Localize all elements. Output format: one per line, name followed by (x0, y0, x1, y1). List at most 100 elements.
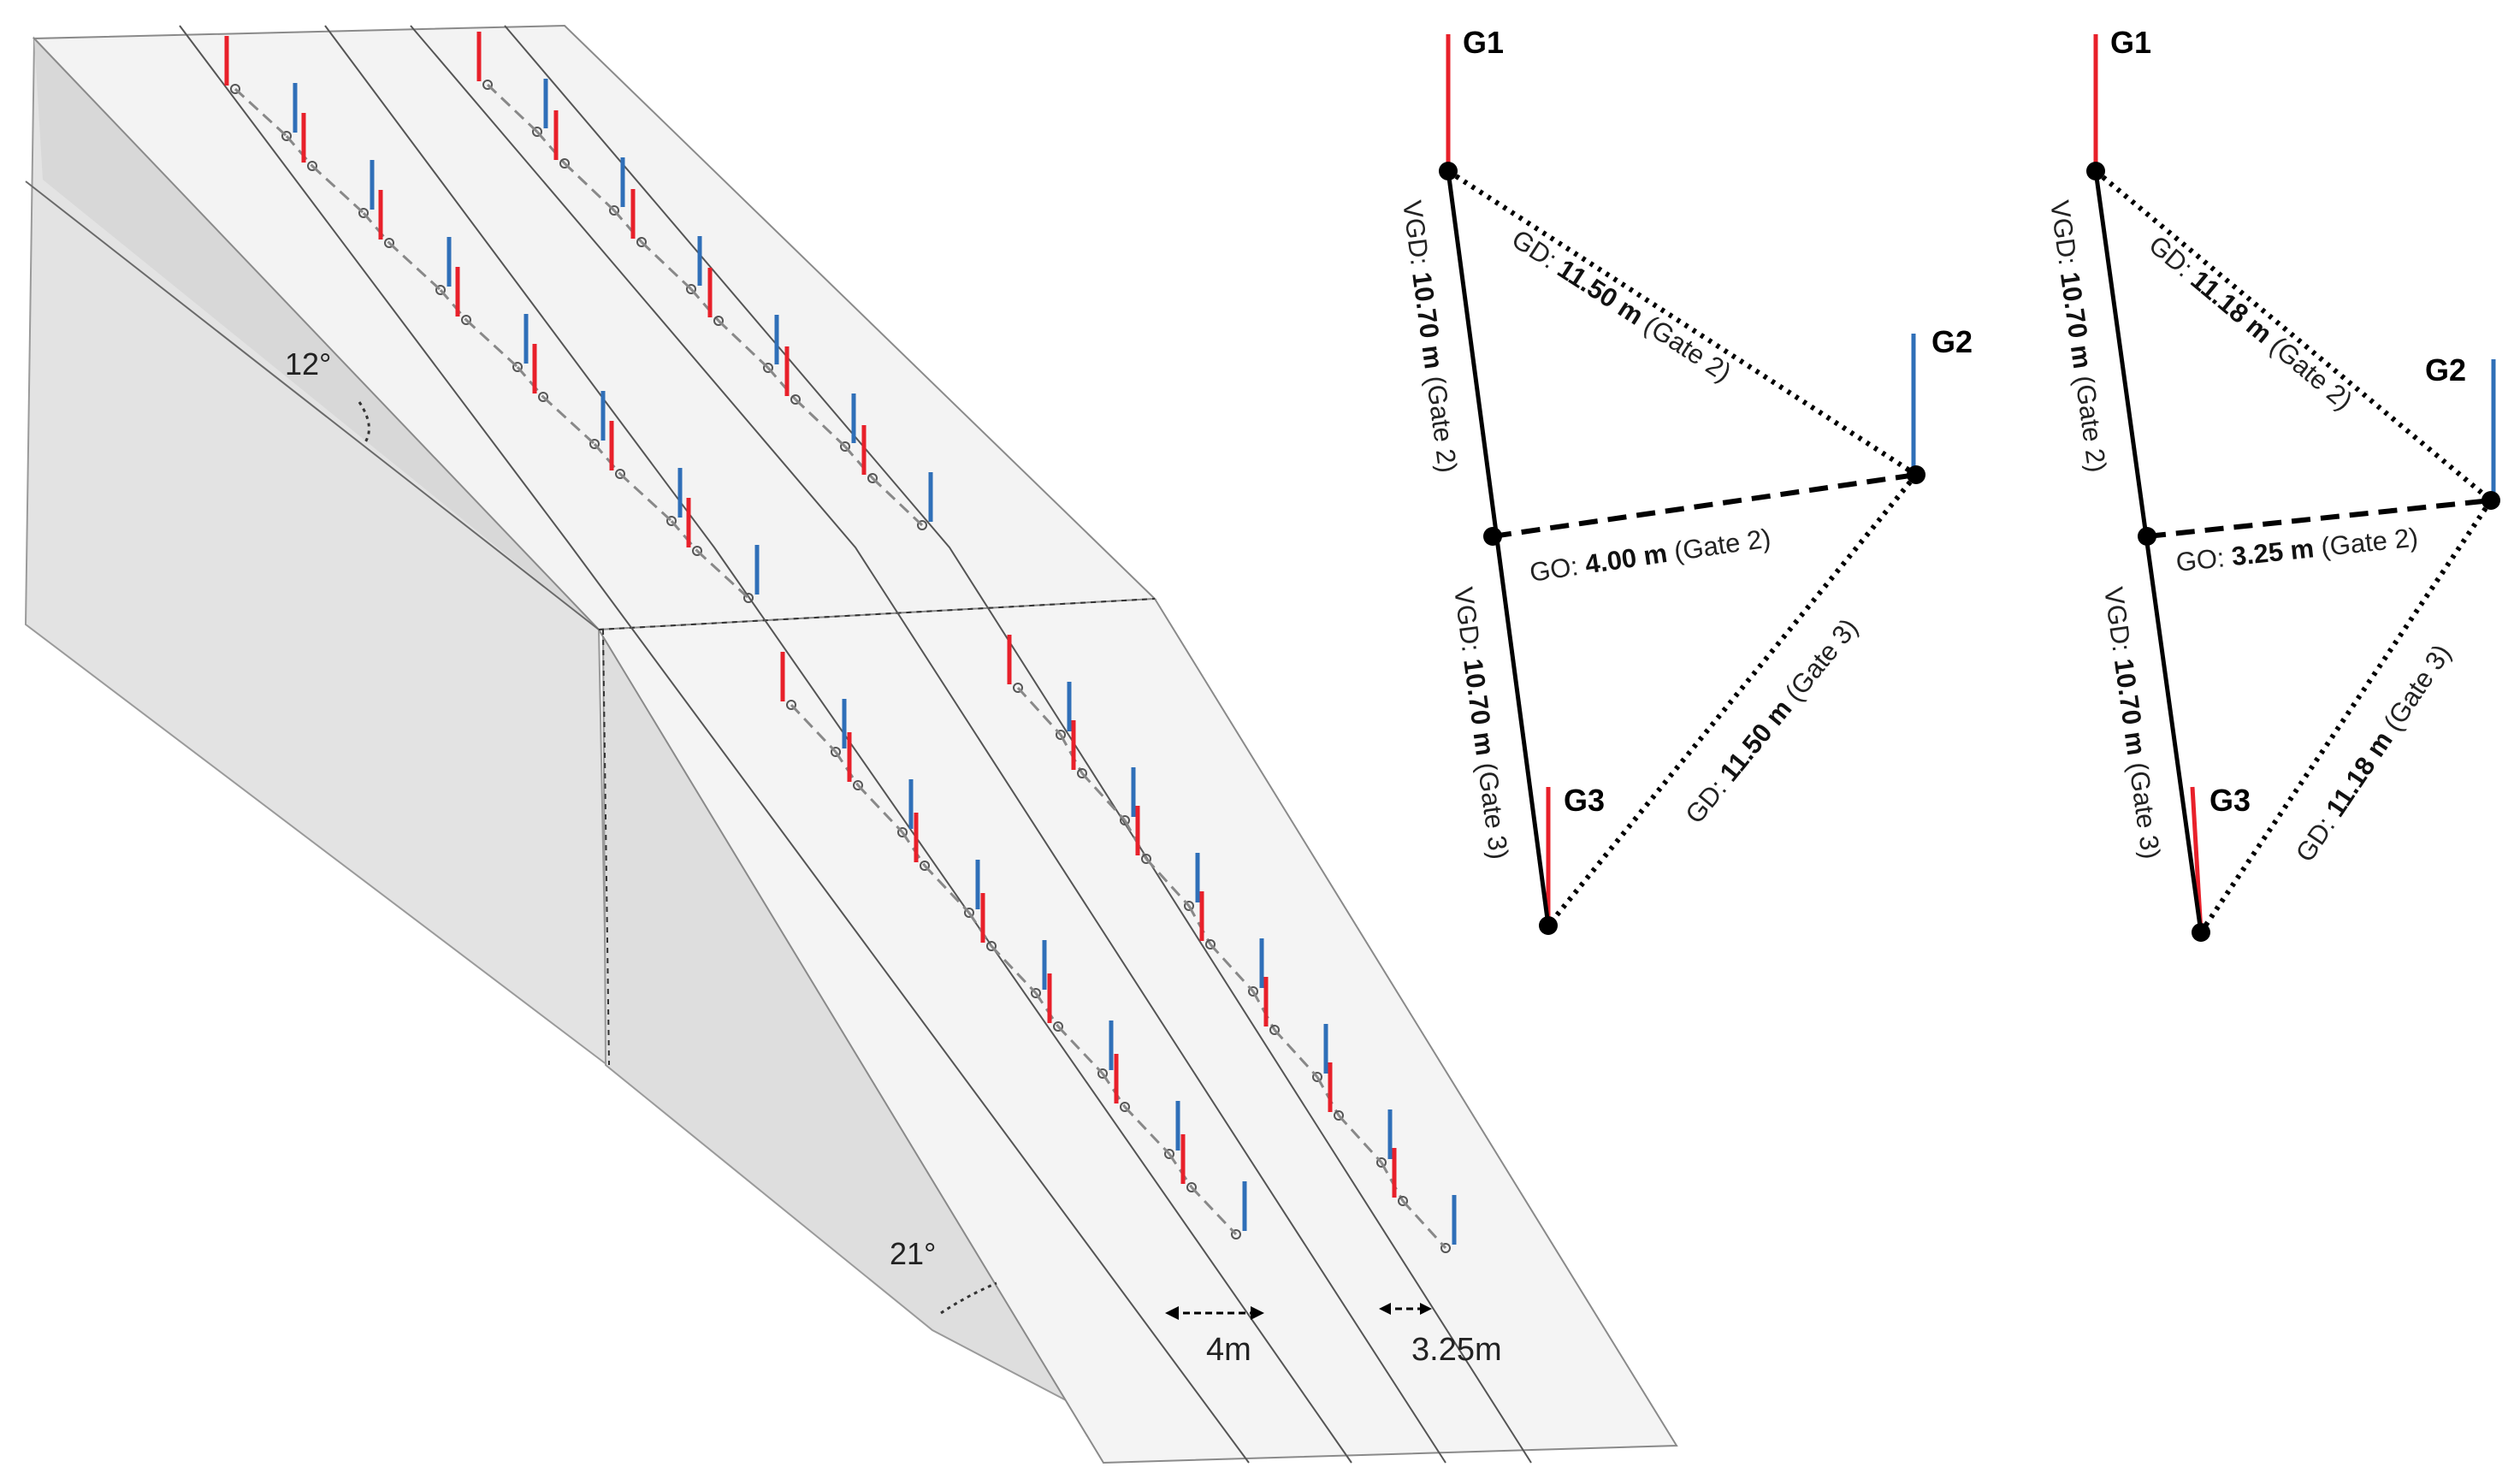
lane-width-4m-label: 4m (1206, 1332, 1251, 1368)
gate-marker (831, 747, 841, 757)
gate-marker (1053, 1021, 1063, 1032)
g3-label: G3 (2209, 783, 2251, 818)
gate-marker (713, 316, 724, 326)
course-path-segment (990, 944, 1038, 995)
gate-marker (666, 516, 677, 526)
gate-marker (1248, 986, 1258, 997)
gate-marker (461, 315, 471, 325)
course-path-segment (967, 912, 993, 947)
vgd-gate2-label: VGD: 10.70 m (Gate 2) (2044, 198, 2112, 474)
gate-marker (790, 394, 801, 405)
course-path-segment (439, 289, 468, 321)
g2-label: G2 (2425, 352, 2466, 387)
gate-marker (1205, 939, 1216, 950)
gate-marker (1334, 1110, 1344, 1121)
g1-label: G1 (2110, 25, 2151, 60)
angle-arc-upper (358, 401, 370, 446)
slope-break-line (598, 598, 1156, 630)
slope-illustration: 12° 21° 4m 3.25m (24, 24, 1678, 1464)
course-path-segment (464, 318, 519, 369)
gate-marker (917, 520, 927, 530)
vgd-line (1446, 170, 1551, 926)
go-line (1492, 472, 1917, 539)
lane-lines (179, 25, 1532, 1464)
gd-line-gate2 (1446, 169, 1918, 477)
gate-marker (532, 127, 542, 137)
gate-marker (512, 362, 523, 372)
angle-arc-lower (940, 1281, 997, 1315)
course-path-segment (1209, 943, 1255, 993)
gate-marker (1269, 1025, 1280, 1035)
g3-point (1539, 916, 1558, 935)
lane-line-3 (410, 25, 1446, 1464)
gate-marker (384, 238, 394, 248)
gate-marker (986, 941, 997, 951)
gate-marker (763, 363, 773, 373)
course-path-segment (593, 443, 622, 475)
gate-diagram-4m: G1 G2 G3 VGD: 10.70 m (Gate 2) VGD: 10.7… (1397, 25, 1973, 935)
course-path-segment (1016, 686, 1062, 737)
gate-marker (743, 593, 754, 603)
lane-line-1 (179, 25, 1250, 1464)
gate-marker (559, 158, 570, 169)
gd-line-gate2 (2094, 169, 2493, 503)
gate-marker (964, 908, 974, 918)
lane-width-325m-label: 3.25m (1411, 1332, 1502, 1368)
course-path-segment (387, 241, 442, 292)
angle-lower-label: 21° (890, 1236, 936, 1271)
course-path-segment (834, 751, 860, 786)
course-path-segment (618, 472, 673, 523)
course-path-segment (1273, 1028, 1319, 1079)
go-line (2146, 498, 2492, 539)
gate-marker (615, 469, 625, 479)
course-path-segment (1123, 1105, 1171, 1156)
gate-marker (1120, 815, 1130, 825)
course-path-segment (901, 831, 926, 867)
gate-marker (358, 208, 369, 218)
gate-marker (897, 827, 908, 837)
gate-marker (840, 441, 850, 452)
course-path-segment (689, 288, 720, 322)
angle-upper-label: 12° (285, 346, 331, 382)
gate-marker (281, 131, 292, 141)
gate-marker (482, 80, 493, 90)
gate-marker (230, 84, 240, 94)
vgd-gate3-label: VGD: 10.70 m (Gate 3) (2098, 585, 2166, 861)
gd-gate2-label: GD: 11.18 m (Gate 2) (2144, 229, 2358, 416)
g2-label: G2 (1931, 324, 1973, 359)
vgd-gate3-label: VGD: 10.70 m (Gate 3) (1448, 585, 1514, 861)
course-path-segment (1337, 1114, 1383, 1164)
course-path-segment (535, 131, 566, 164)
course-path-segment (1168, 1153, 1193, 1188)
g3-point (2192, 923, 2210, 942)
course-path-segment (1034, 992, 1060, 1027)
g1-point (1439, 162, 1458, 180)
gate-marker (692, 546, 702, 556)
gate-marker (686, 284, 696, 294)
gate-marker (1141, 854, 1151, 864)
lane-line-4 (504, 25, 1532, 1464)
course-path-segment (1101, 1073, 1127, 1108)
arrow-head-left-icon (1379, 1303, 1391, 1315)
arrow-head-right-icon (1251, 1306, 1264, 1320)
course-path-segment (1145, 857, 1191, 908)
gate-marker (1097, 1068, 1108, 1079)
gate-marker (589, 439, 600, 449)
gate-marker (1056, 730, 1066, 740)
go-label: GO: 4.00 m (Gate 2) (1528, 523, 1772, 588)
gate-marker (1031, 988, 1041, 998)
gate-marker (1398, 1196, 1408, 1206)
gate-marker (1376, 1157, 1387, 1168)
gate-marker (867, 473, 878, 483)
course-path-segment (285, 135, 314, 167)
course-path-segment (234, 87, 288, 138)
lane-width-markers: 4m 3.25m (1165, 1303, 1502, 1368)
vgd-gate2-label: VGD: 10.70 m (Gate 2) (1397, 198, 1463, 474)
gd-gate3-label: GD: 11.50 m (Gate 3) (1679, 612, 1864, 829)
course-path-segment (563, 162, 616, 212)
course-path-segment (1190, 1186, 1238, 1236)
course-path-segment (516, 366, 545, 398)
course-path-segment (923, 864, 971, 914)
vgd-line (2093, 170, 2204, 933)
